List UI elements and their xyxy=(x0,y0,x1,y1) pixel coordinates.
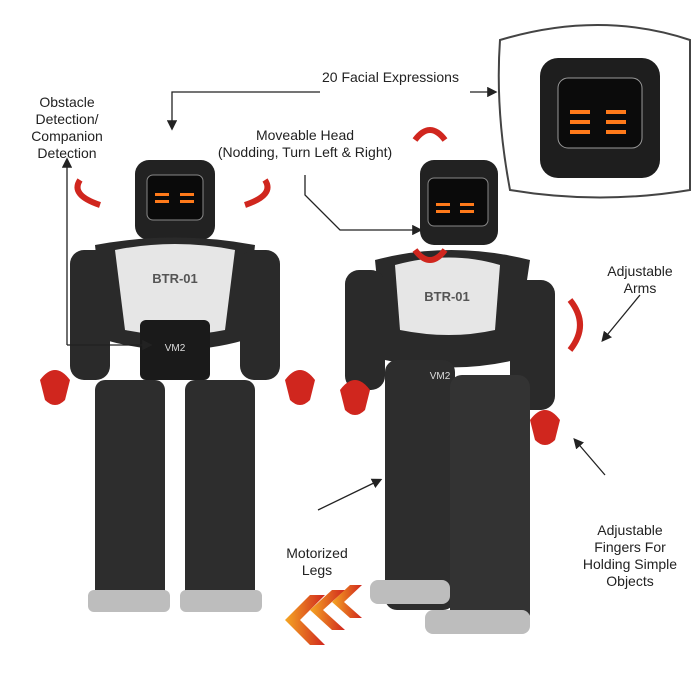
label-line: Fingers For xyxy=(594,539,666,555)
label-line: Detection/ xyxy=(35,111,99,127)
label-line: Obstacle xyxy=(39,94,95,110)
robot-badge-text-angled: VM2 xyxy=(429,371,451,382)
robot-model-text: BTR-01 xyxy=(152,271,198,286)
inset-head-closeup xyxy=(497,24,691,199)
label-line: Objects xyxy=(606,573,654,589)
label-line: Adjustable xyxy=(597,522,663,538)
inset-eyes xyxy=(570,110,626,134)
label-line: Moveable Head xyxy=(255,127,355,143)
robot-model-text-angled: BTR-01 xyxy=(424,289,470,304)
label-line: Adjustable xyxy=(607,263,673,279)
label-line: Companion xyxy=(31,128,103,144)
label-line: Detection xyxy=(37,145,97,161)
label-line: Arms xyxy=(623,280,657,296)
label-line: Legs xyxy=(301,562,333,578)
label-adjustable-arms: Adjustable Arms xyxy=(595,263,685,297)
label-line: Holding Simple xyxy=(582,556,678,572)
label-obstacle-detection: Obstacle Detection/ Companion Detection xyxy=(12,94,122,162)
robot-front xyxy=(40,160,315,612)
movement-chevrons xyxy=(285,585,362,645)
robot-angled xyxy=(340,127,583,634)
label-line: Motorized xyxy=(286,545,348,561)
callout-arrows xyxy=(61,86,641,511)
label-moveable-head: Moveable Head (Nodding, Turn Left & Righ… xyxy=(200,127,410,161)
label-motorized-legs: Motorized Legs xyxy=(272,545,362,579)
label-facial-expressions: 20 Facial Expressions xyxy=(322,69,459,85)
label-line: (Nodding, Turn Left & Right) xyxy=(217,144,393,160)
robot-badge-text: VM2 xyxy=(164,343,186,354)
label-adjustable-fingers: Adjustable Fingers For Holding Simple Ob… xyxy=(570,522,690,590)
